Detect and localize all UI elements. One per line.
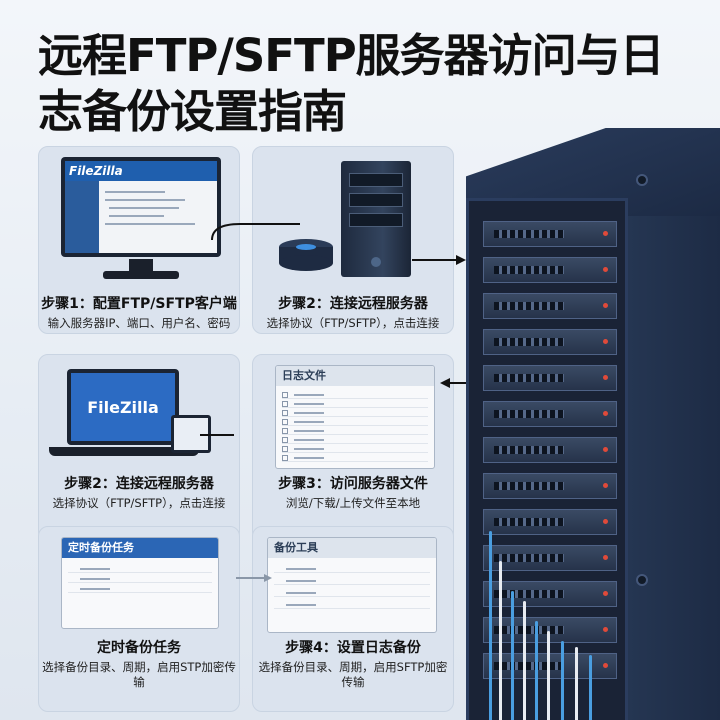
- app-name: FileZilla: [71, 373, 175, 441]
- step-title: 步骤2：连接远程服务器: [278, 296, 428, 312]
- step-card-4: 日志文件 步骤3：访问服务器文件 浏览/下载/上传文件至本地: [252, 354, 454, 542]
- laptop-icon: FileZilla: [67, 369, 179, 445]
- step-title: 定时备份任务: [97, 640, 181, 656]
- step-desc: 浏览/下载/上传文件至本地: [285, 496, 421, 510]
- window-title: 备份工具: [268, 538, 436, 558]
- window-title: 定时备份任务: [62, 538, 218, 558]
- backup-task-window: 定时备份任务: [61, 537, 219, 629]
- step-title: 步骤3：访问服务器文件: [278, 476, 428, 492]
- server-rack-illustration: [466, 128, 720, 720]
- step-desc: 选择协议（FTP/SFTP），点击连接: [266, 316, 440, 330]
- server-tower-icon: [341, 161, 411, 277]
- step-card-5: 定时备份任务 定时备份任务 选择备份目录、周期，启用STP加密传输: [38, 526, 240, 712]
- step-title: 步骤1：配置FTP/SFTP客户端: [41, 296, 237, 312]
- step-title: 步骤2：连接远程服务器: [64, 476, 214, 492]
- file-browser-window: 日志文件: [275, 365, 435, 469]
- step-desc: 选择备份目录、周期，启用SFTP加密传输: [258, 660, 448, 689]
- monitor-icon: FileZilla: [39, 147, 241, 281]
- step-desc: 输入服务器IP、端口、用户名、密码: [47, 316, 231, 330]
- step-card-3: FileZilla 步骤2：连接远程服务器 选择协议（FTP/SFTP），点击连…: [38, 354, 240, 542]
- step-card-1: FileZilla 步骤1：配置FTP/SFTP客户端 输入服务器IP、端口、用…: [38, 146, 240, 334]
- app-name: FileZilla: [65, 161, 217, 181]
- window-title: 日志文件: [276, 366, 434, 386]
- page-title: 远程FTP/SFTP服务器访问与日志备份设置指南: [38, 29, 665, 138]
- tablet-icon: [171, 415, 211, 453]
- client-app-screen: FileZilla: [65, 161, 217, 253]
- step-title: 步骤4：设置日志备份: [285, 640, 421, 656]
- step-card-6: 备份工具 步骤4：设置日志备份 选择备份目录、周期，启用SFTP加密传输: [252, 526, 454, 712]
- step-desc: 选择协议（FTP/SFTP），点击连接: [52, 496, 226, 510]
- step-desc: 选择备份目录、周期，启用STP加密传输: [42, 660, 236, 689]
- step-card-2: 步骤2：连接远程服务器 选择协议（FTP/SFTP），点击连接: [252, 146, 454, 334]
- backup-tool-window: 备份工具: [267, 537, 437, 633]
- database-icon: [279, 239, 333, 271]
